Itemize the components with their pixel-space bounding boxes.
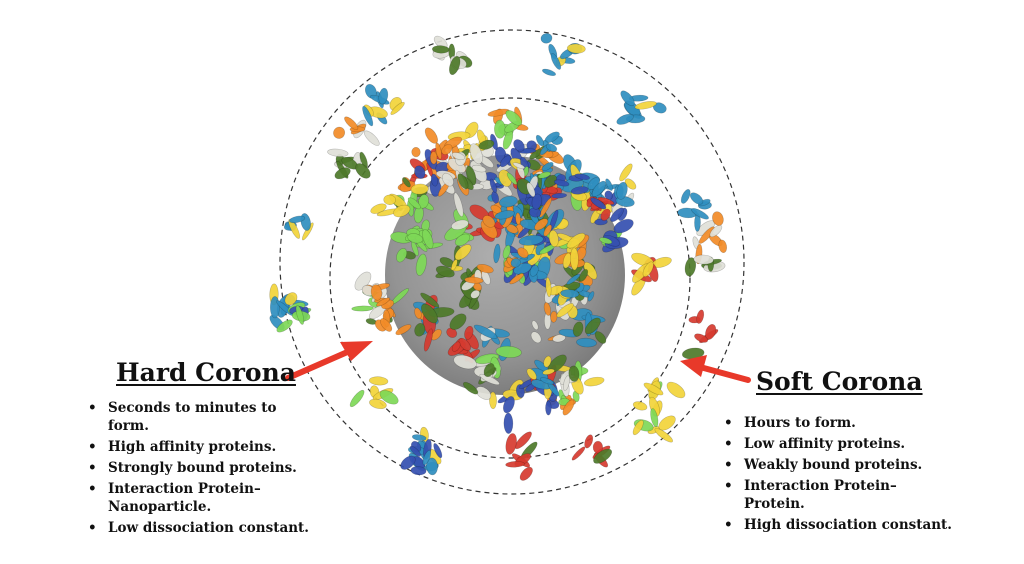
protein-cluster <box>571 434 613 468</box>
protein-cluster <box>397 176 428 198</box>
protein-cluster <box>525 193 559 237</box>
soft-corona-item: High dissociation constant. <box>722 516 952 534</box>
protein-cluster <box>684 254 726 277</box>
protein-cluster <box>327 148 371 180</box>
hard-corona-boundary <box>329 97 691 459</box>
protein-cluster <box>462 362 500 400</box>
protein-cluster <box>482 195 521 228</box>
protein-cluster <box>451 139 495 190</box>
soft-corona-proteins <box>269 33 728 481</box>
hard-corona-item: High affinity proteins. <box>86 438 321 456</box>
protein-cluster <box>545 277 580 319</box>
protein-cluster <box>631 252 672 296</box>
protein-cluster <box>616 90 667 125</box>
protein-cluster <box>692 211 728 265</box>
protein-cluster <box>435 244 472 279</box>
protein-cluster <box>333 116 380 146</box>
protein-cluster <box>365 297 412 336</box>
hard-corona-item: Low dissociation constant. <box>86 519 321 537</box>
hard-corona-arrow <box>285 341 373 381</box>
hard-corona-proteins <box>351 106 672 434</box>
protein-cluster <box>414 292 467 352</box>
protein-cluster <box>269 283 309 331</box>
protein-cluster <box>396 228 434 263</box>
protein-cluster <box>591 163 637 207</box>
soft-corona-item: Interaction Protein–Protein. <box>722 477 952 513</box>
protein-cluster <box>547 218 586 250</box>
protein-cluster <box>283 213 314 241</box>
protein-cluster <box>349 376 399 410</box>
protein-cluster <box>370 183 429 218</box>
protein-cluster <box>586 196 615 226</box>
protein-cluster <box>540 33 586 77</box>
hard-corona-properties: Seconds to minutes to form. High affinit… <box>86 399 321 540</box>
hard-corona-item: Interaction Protein–Nanoparticle. <box>86 480 321 516</box>
protein-cluster <box>681 309 719 360</box>
protein-cluster <box>632 396 676 443</box>
protein-cluster <box>487 106 529 150</box>
protein-cluster <box>489 379 525 434</box>
protein-cluster <box>547 354 580 397</box>
soft-corona-boundary <box>279 29 745 495</box>
soft-corona-item: Weakly bound proteins. <box>722 456 952 474</box>
protein-cluster <box>506 162 551 198</box>
protein-cluster <box>530 302 566 344</box>
soft-corona-item: Low affinity proteins. <box>722 435 952 453</box>
soft-corona-title: Soft Corona <box>756 367 923 396</box>
hard-corona-title: Hard Corona <box>116 358 296 387</box>
protein-cluster <box>461 263 494 299</box>
hard-corona-item: Strongly bound proteins. <box>86 459 321 477</box>
protein-cluster <box>276 302 312 333</box>
protein-cluster <box>444 192 475 247</box>
protein-cluster <box>677 189 712 232</box>
protein-cluster <box>362 83 405 127</box>
hard-corona-item: Seconds to minutes to form. <box>86 399 321 435</box>
protein-cluster <box>599 218 634 253</box>
soft-corona-arrow <box>680 355 751 383</box>
protein-cluster <box>526 355 560 400</box>
protein-cluster <box>493 243 529 285</box>
soft-corona-properties: Hours to form. Low affinity proteins. We… <box>722 414 952 537</box>
protein-cluster <box>505 431 538 481</box>
soft-corona-item: Hours to form. <box>722 414 952 432</box>
protein-cluster <box>632 377 686 411</box>
protein-cluster <box>432 35 473 75</box>
protein-cluster <box>392 188 434 224</box>
protein-cluster <box>400 438 443 476</box>
protein-cluster <box>562 269 595 302</box>
protein-cluster <box>551 173 590 199</box>
